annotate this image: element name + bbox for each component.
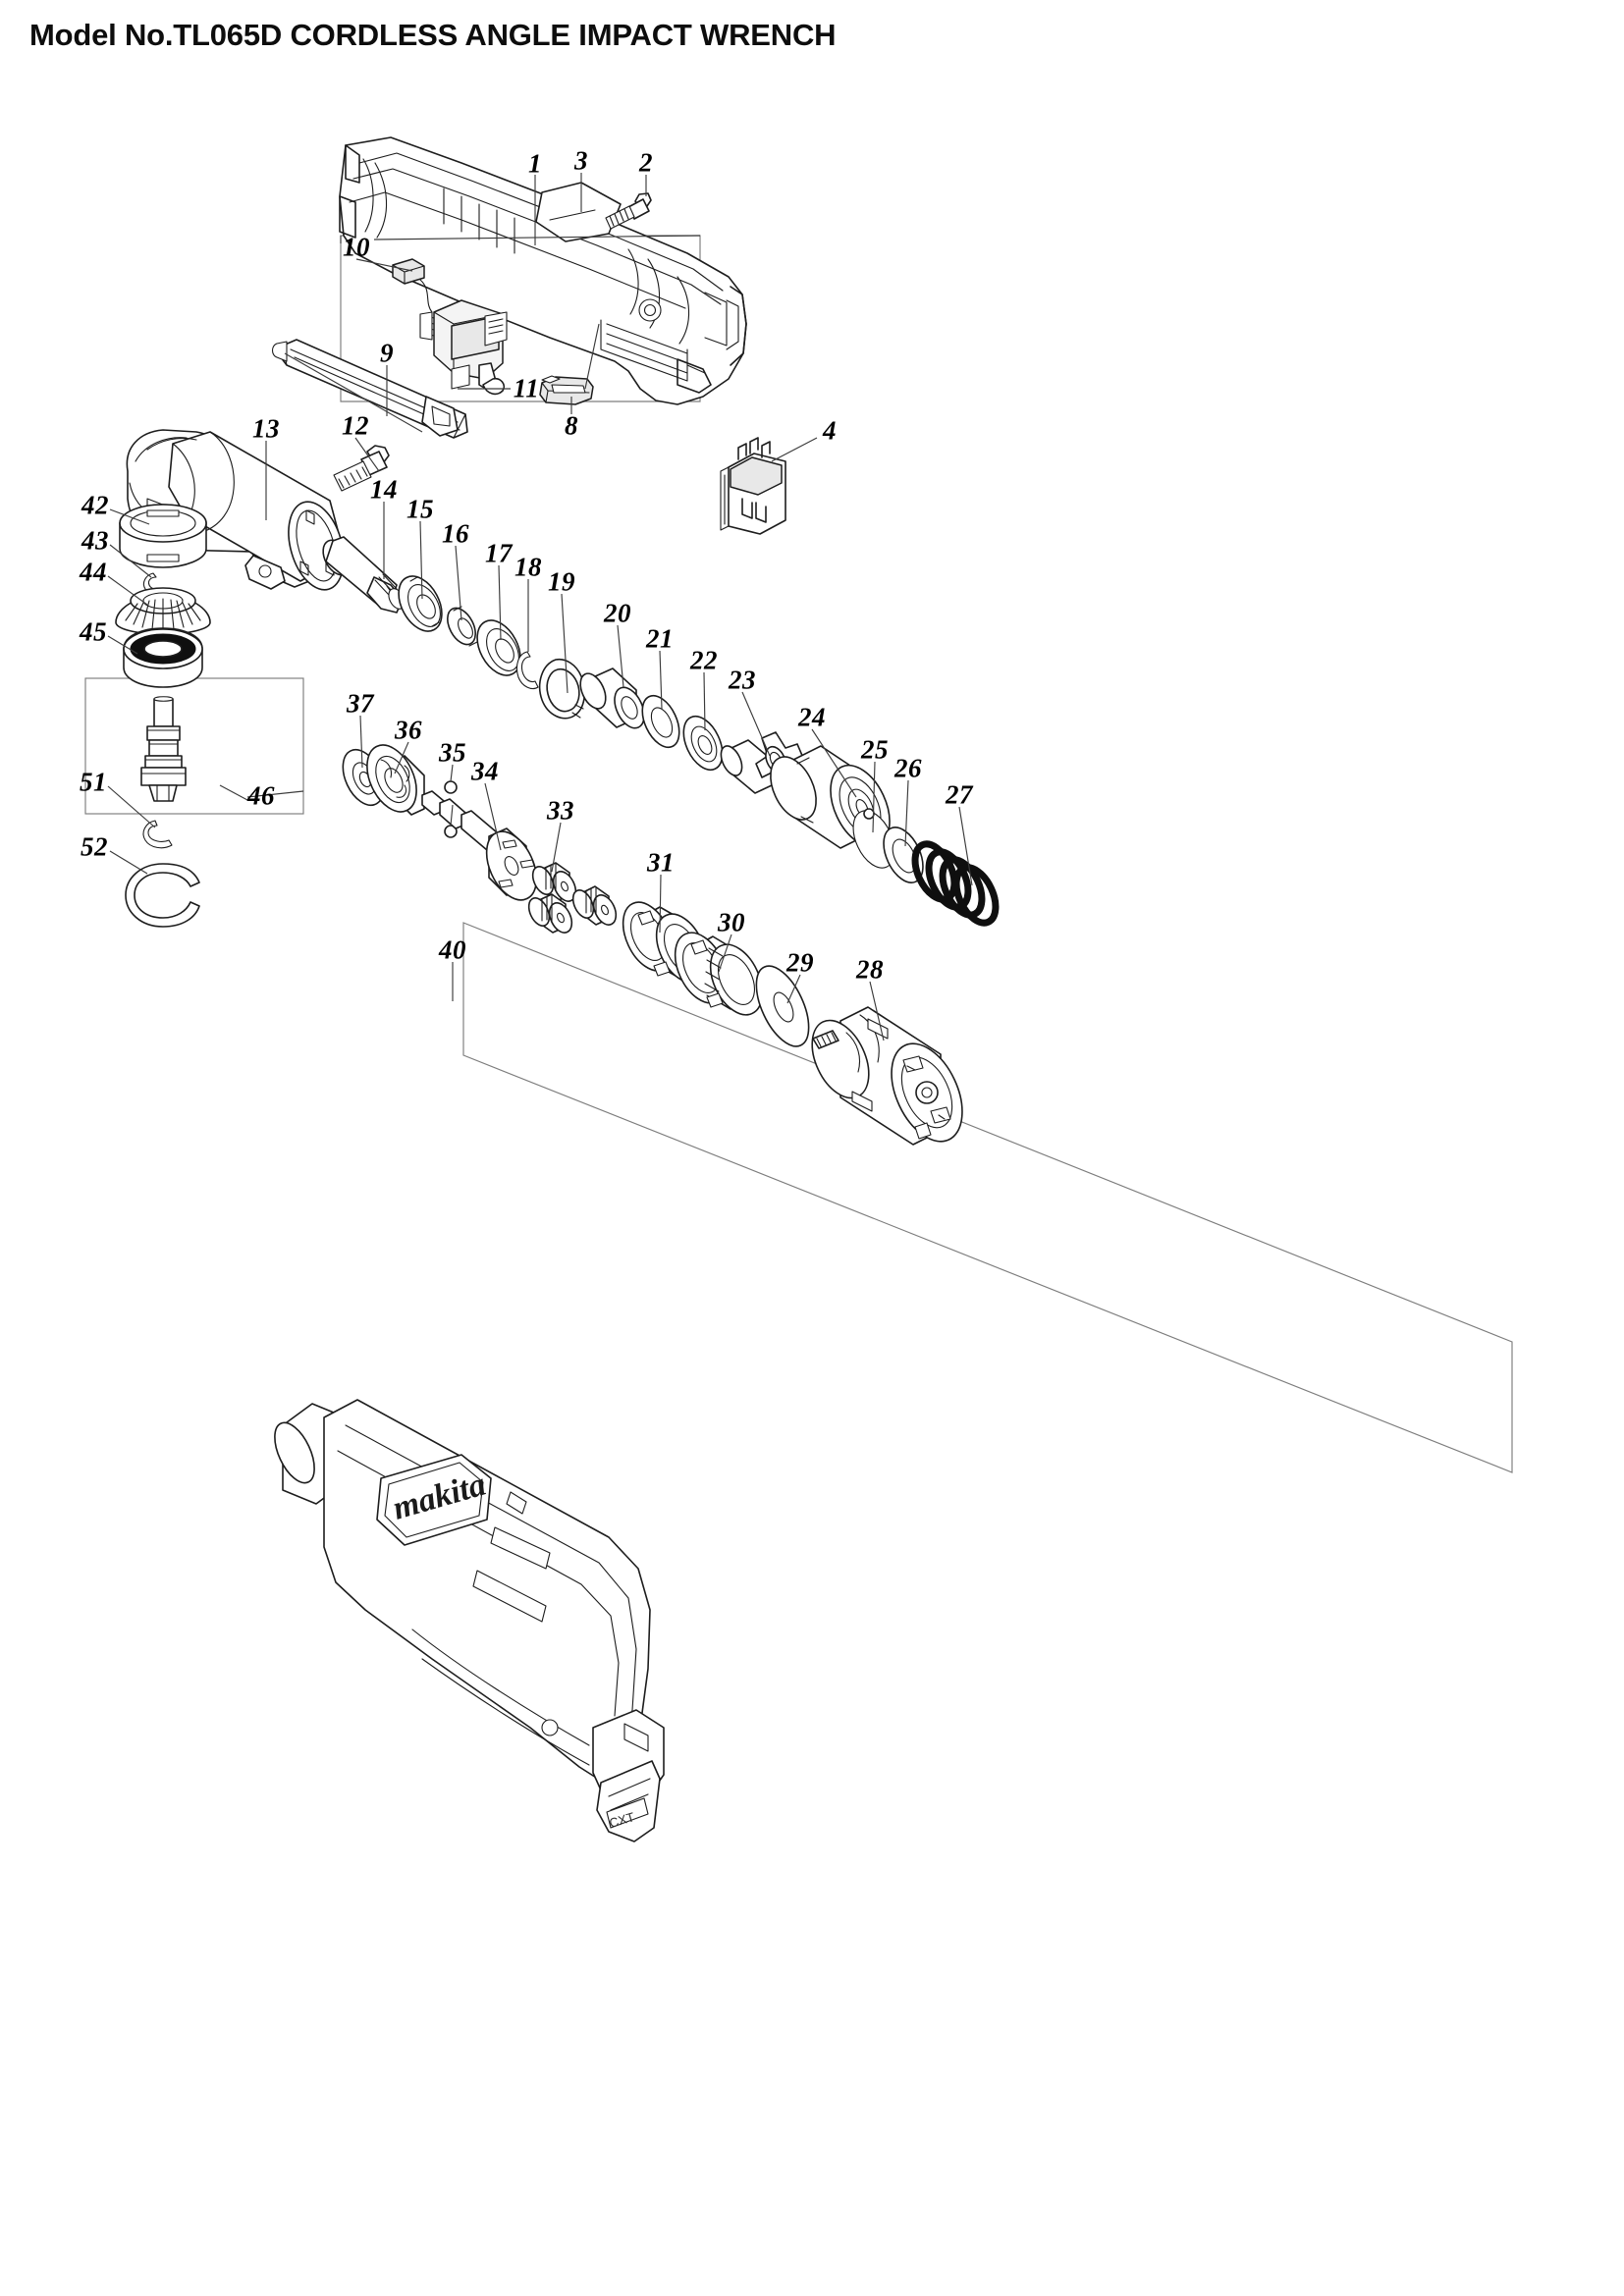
callout-40: 40	[439, 934, 466, 965]
tapping-screw	[605, 192, 652, 230]
ball-bearing-15	[398, 575, 443, 632]
callout-18: 18	[514, 552, 542, 582]
ball-bearing-17	[476, 619, 521, 676]
ball-bearing-sealed-45	[123, 627, 203, 688]
retaining-ring-19	[538, 658, 586, 720]
callout-34: 34	[471, 756, 499, 786]
planetary-gear-33	[527, 862, 618, 934]
switch-assembly	[392, 258, 508, 396]
callout-45: 45	[80, 616, 107, 647]
callout-36: 36	[395, 715, 422, 745]
callout-9: 9	[380, 338, 394, 368]
ring-collar-42	[119, 504, 207, 568]
bevel-gear-44	[115, 587, 211, 635]
callout-8: 8	[565, 410, 578, 441]
callout-46: 46	[247, 780, 275, 811]
callout-35: 35	[439, 737, 466, 768]
retaining-ring-51	[142, 820, 173, 849]
dc-motor-28	[811, 1006, 963, 1146]
callout-10: 10	[343, 232, 370, 262]
callout-27: 27	[946, 779, 973, 810]
callout-43: 43	[81, 525, 109, 556]
terminal-block	[720, 437, 786, 535]
callout-24: 24	[798, 702, 826, 732]
callout-42: 42	[81, 490, 109, 520]
foot-marking: CXT	[608, 1809, 636, 1831]
callout-15: 15	[406, 494, 434, 524]
sleeve-20	[579, 667, 645, 729]
anvil-assembly	[140, 696, 187, 802]
callout-11: 11	[513, 373, 540, 403]
callout-44: 44	[80, 557, 107, 587]
callout-28: 28	[856, 954, 884, 985]
callout-37: 37	[347, 688, 374, 719]
callout-21: 21	[646, 623, 674, 654]
handle-housing-40: makita CXT	[274, 1399, 665, 1842]
callout-13: 13	[252, 413, 280, 444]
callout-25: 25	[861, 734, 889, 765]
gear-assembly-boundary	[462, 922, 1513, 1473]
callout-19: 19	[548, 566, 575, 597]
spindle-carrier-34	[421, 790, 538, 901]
retaining-ring-18	[515, 651, 539, 690]
retaining-ring-52	[125, 863, 200, 928]
callout-3: 3	[574, 145, 588, 176]
slide-rail	[271, 339, 468, 439]
callout-29: 29	[786, 947, 814, 978]
callout-22: 22	[690, 645, 718, 675]
housing-half-upper	[339, 136, 747, 405]
rubber-cap	[539, 375, 594, 405]
callout-14: 14	[370, 474, 398, 505]
callout-4: 4	[823, 415, 837, 446]
callout-20: 20	[604, 598, 631, 628]
flat-washer-21	[641, 694, 680, 749]
callout-30: 30	[718, 907, 745, 937]
callout-23: 23	[729, 665, 756, 695]
callout-1: 1	[528, 148, 542, 179]
hex-socket-head-bolt	[333, 445, 390, 492]
internal-gear-30	[674, 932, 764, 1016]
leader-lines	[107, 173, 973, 1041]
page-title: Model No.TL065D CORDLESS ANGLE IMPACT WR…	[29, 18, 837, 52]
callout-31: 31	[647, 847, 675, 878]
callout-17: 17	[485, 538, 513, 568]
callout-52: 52	[81, 831, 108, 862]
callout-12: 12	[342, 410, 369, 441]
flat-washer-22	[682, 715, 724, 772]
callout-2: 2	[639, 147, 653, 178]
spacer-sleeve	[447, 606, 478, 647]
ball-bearing-36	[366, 744, 425, 816]
callout-16: 16	[442, 518, 469, 549]
callout-26: 26	[894, 753, 922, 783]
compression-spring-27	[911, 840, 1000, 927]
callout-33: 33	[547, 795, 574, 826]
callout-51: 51	[80, 767, 107, 797]
